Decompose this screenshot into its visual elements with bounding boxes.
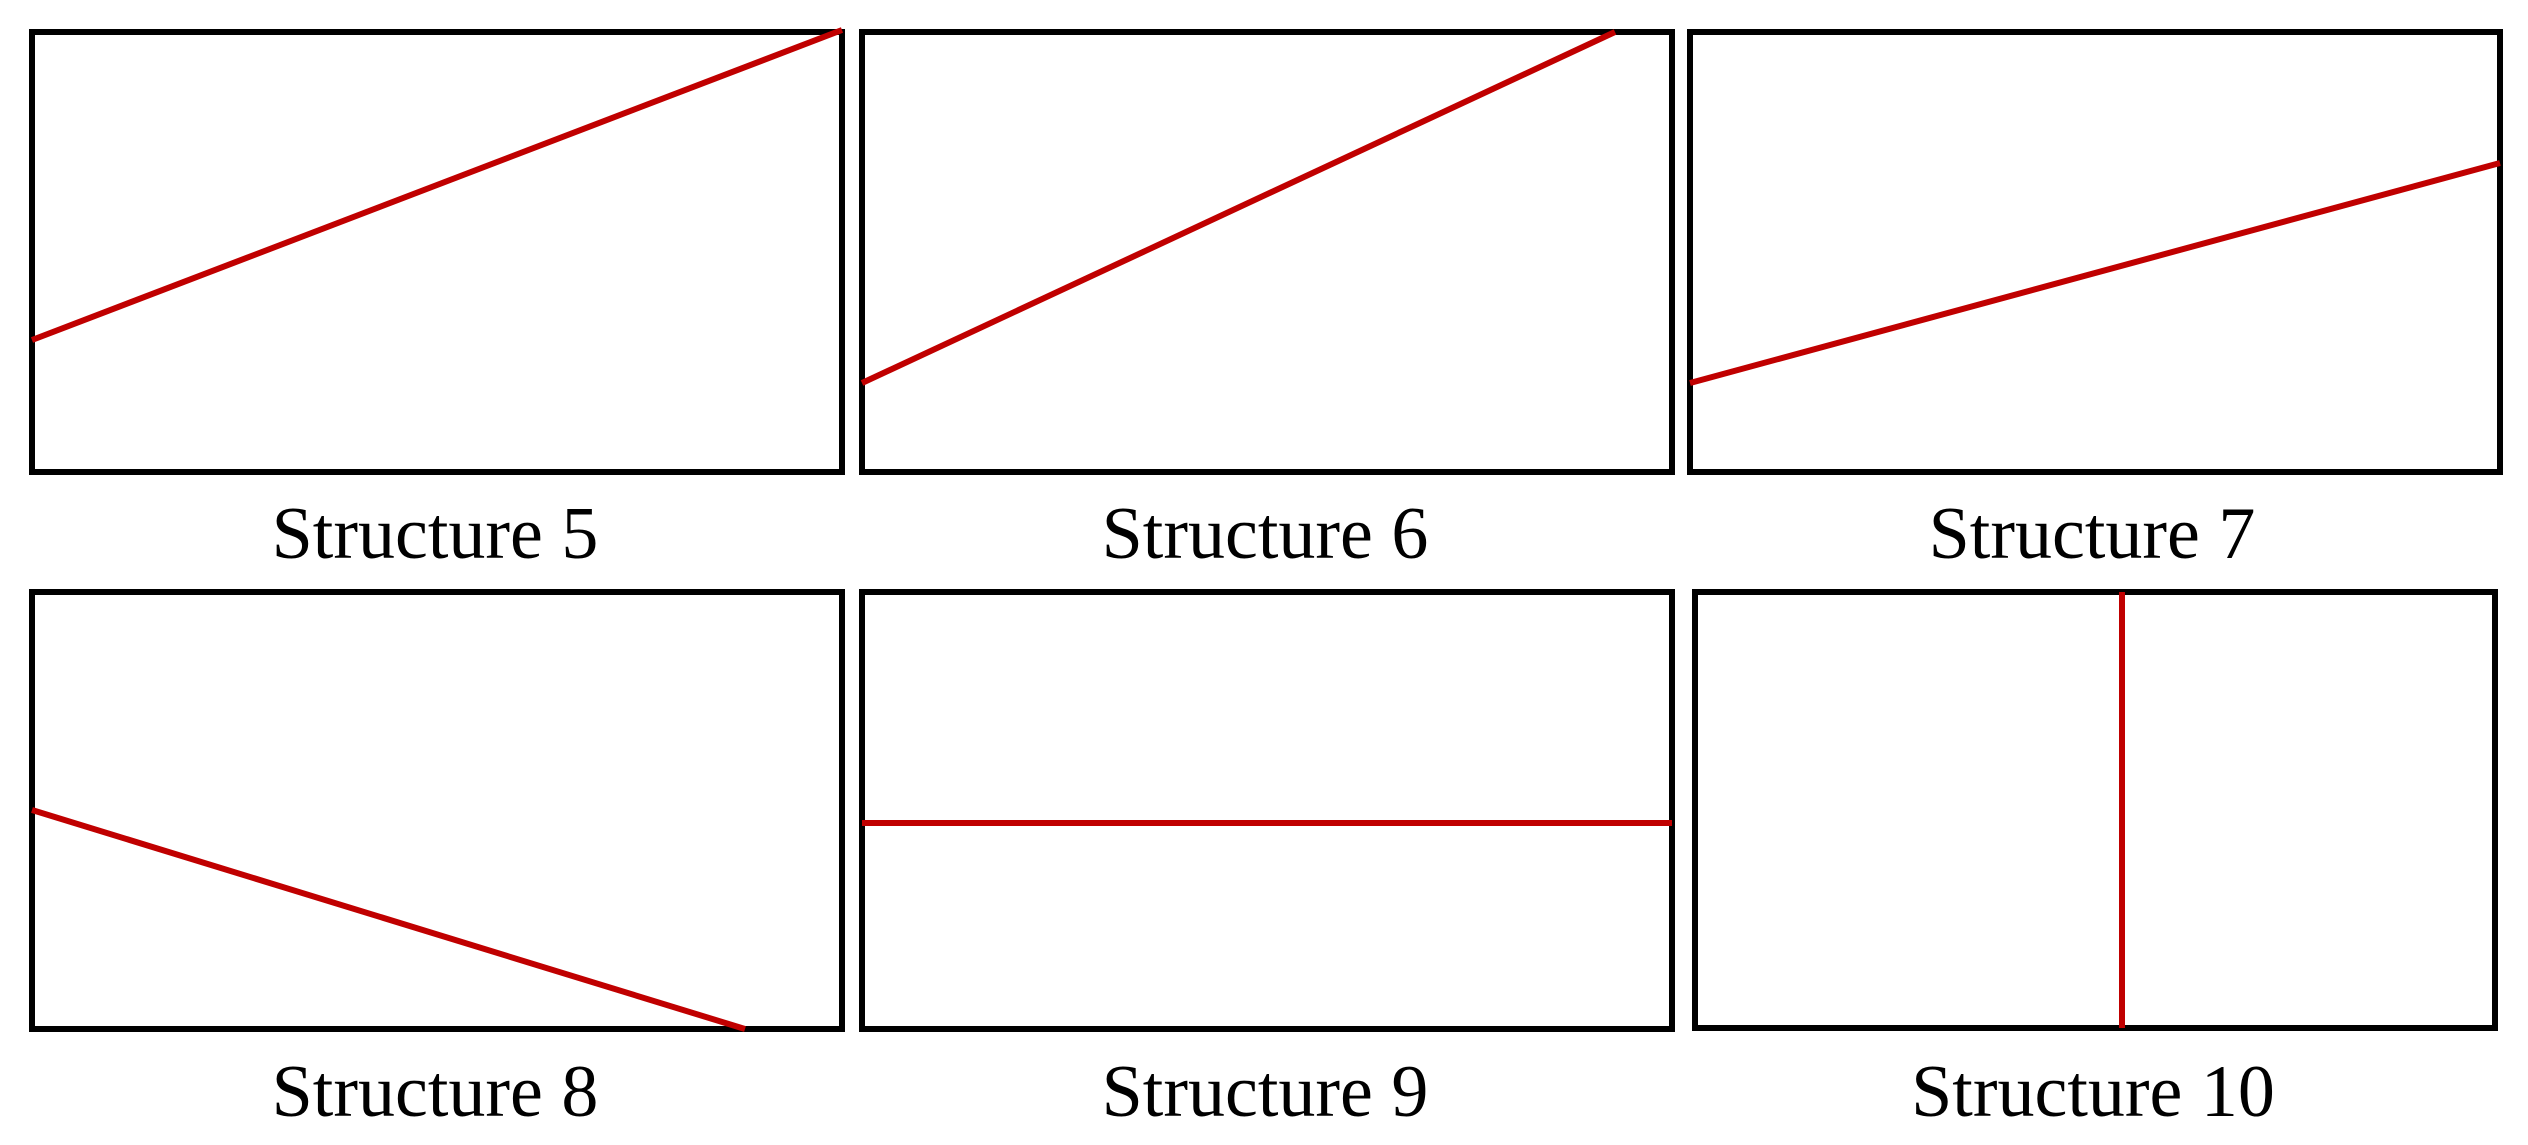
panel-structure-7: Structure 7 [1687,29,2503,575]
divider-line [1689,160,2501,386]
panel-structure-5: Structure 5 [29,27,845,575]
panel-frame [1687,29,2503,475]
panel-caption: Structure 9 [1102,1051,1429,1133]
panel-frame [29,589,845,1032]
panel-structure-6: Structure 6 [859,29,1675,575]
panel-caption: Structure 5 [272,493,599,575]
panel-caption: Structure 10 [1911,1051,2275,1133]
panel-structure-8: Structure 8 [29,589,845,1133]
panel-caption: Structure 7 [1929,493,2256,575]
panel-frame [1692,589,2498,1031]
divider-line [860,29,1617,386]
divider-line [31,807,746,1032]
panel-frame [29,29,845,475]
panel-caption: Structure 8 [272,1051,599,1133]
panel-structure-10: Structure 10 [1692,589,2498,1133]
panel-frame [859,29,1675,475]
divider-line [30,27,844,343]
panel-caption: Structure 6 [1102,493,1429,575]
panel-structure-9: Structure 9 [859,589,1675,1133]
panel-frame [859,589,1675,1032]
